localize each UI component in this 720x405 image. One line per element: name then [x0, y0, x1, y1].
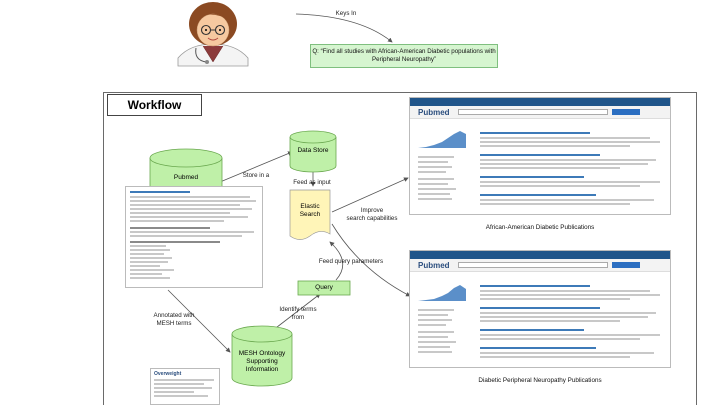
improve-search-label: Improve search capabilities — [332, 207, 412, 222]
improve-line-1: Improve — [360, 207, 384, 214]
results-timeline-top — [418, 131, 466, 148]
store-in-a-label: Store in a — [242, 172, 270, 179]
feed-query-arrow — [329, 241, 344, 281]
pubmed-search-button-bottom — [612, 262, 640, 268]
elastic-line-1: Elastic — [300, 203, 320, 210]
workflow-title: Workflow — [107, 94, 202, 116]
user-query-line-2: Peripheral Neuropathy” — [372, 56, 436, 63]
keys-in-arrow — [295, 13, 393, 43]
elastic-line-2: Search — [299, 211, 321, 218]
pubmed-results-screenshot-top: Pubmed — [409, 97, 671, 215]
mesh-line-2: Supporting — [246, 358, 278, 365]
mesh-line-3: Information — [245, 366, 279, 373]
mesh-node-label: MESH Ontology Supporting Information — [232, 350, 292, 374]
pubmed-logo-top: Pubmed — [418, 108, 450, 117]
mesh-line-1: MESH Ontology — [238, 350, 286, 357]
pubmed-search-bar-top — [458, 109, 608, 115]
pubmed-logo-bottom: Pubmed — [418, 261, 450, 270]
keys-in-label: Keys In — [335, 10, 357, 17]
mesh-thumbnail: Overweight — [150, 368, 220, 405]
annotated-arrow — [167, 289, 231, 353]
top-results-caption: African-American Diabetic Publications — [485, 224, 595, 231]
annotated-line-1: Annotated with — [153, 312, 195, 319]
pubmed-search-bar-bottom — [458, 262, 608, 268]
pubmed-article-thumbnail — [125, 186, 263, 288]
pubmed-node-label: Pubmed — [173, 174, 199, 181]
user-query-box: Q: “Find all studies with African-Americ… — [310, 44, 498, 68]
elastic-search-shape — [289, 189, 331, 240]
results-timeline-bottom — [418, 285, 466, 301]
query-node-label: Query — [315, 284, 333, 291]
bottom-results-caption: Diabetic Peripheral Neuropathy Publicati… — [478, 377, 602, 384]
improve-line-2: search capabilities — [346, 214, 398, 222]
elastic-search-node-label: Elastic Search — [290, 203, 330, 219]
pubmed-search-button-top — [612, 109, 640, 115]
annotated-label: Annotated with MESH terms — [146, 312, 202, 327]
data-store-node-label: Data Store — [297, 147, 329, 154]
identify-line-2: from — [291, 313, 305, 321]
identify-line-1: Identify terms — [279, 306, 317, 313]
feed-as-input-label: Feed as input — [293, 179, 331, 186]
identify-terms-label: Identify terms from — [268, 306, 328, 321]
data-store-cylinder — [289, 130, 337, 173]
improve-top-arrow — [331, 177, 409, 213]
workflow-frame — [103, 92, 697, 405]
mesh-logo: Overweight — [154, 371, 182, 377]
feed-query-params-label: Feed query parameters — [318, 258, 384, 265]
doctor-illustration — [177, 2, 249, 67]
annotated-line-2: MESH terms — [156, 319, 192, 327]
query-node — [297, 280, 351, 296]
pubmed-results-screenshot-bottom: Pubmed — [409, 250, 671, 368]
user-query-line-1: Q: “Find all studies with African-Americ… — [312, 48, 496, 55]
improve-bottom-arrow — [331, 223, 411, 297]
mesh-cylinder — [231, 325, 293, 387]
store-arrow — [219, 151, 293, 183]
